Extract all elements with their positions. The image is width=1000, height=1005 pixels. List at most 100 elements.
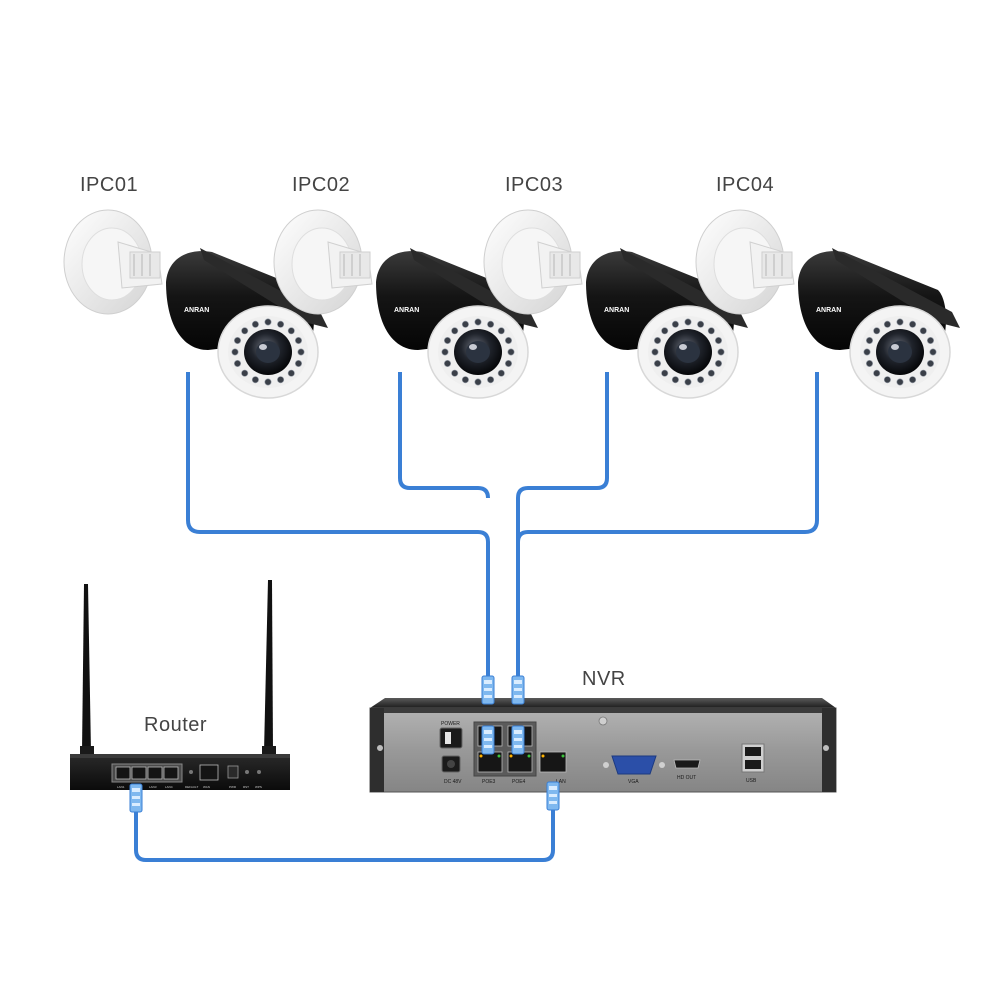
ir-led	[287, 327, 295, 335]
ir-led-ring	[863, 318, 937, 386]
ir-led	[251, 376, 259, 384]
nvr-top	[370, 698, 836, 708]
cameras: ANRAN ANRAN ANRAN ANRAN	[63, 209, 961, 399]
nvr-label: NVR	[582, 668, 626, 690]
rj45-plug-nvr-lan	[546, 781, 560, 811]
ir-led	[883, 320, 891, 328]
ir-led	[909, 320, 917, 328]
ir-led	[451, 369, 459, 377]
nvr-label-poe3: POE3	[482, 779, 496, 785]
ir-led	[671, 320, 679, 328]
ir-led	[717, 348, 725, 356]
ir-led	[654, 360, 662, 368]
ir-led	[487, 320, 495, 328]
rj45-plug-nvr-poe-a-lower	[481, 725, 495, 755]
ir-led	[277, 376, 285, 384]
ir-led	[264, 318, 272, 326]
router-antenna-right	[264, 580, 273, 752]
ir-led	[234, 337, 242, 345]
ir-led	[507, 348, 515, 356]
ir-led	[234, 360, 242, 368]
ir-led	[277, 320, 285, 328]
router-port-label-lan4: LAN4	[165, 785, 173, 789]
camera-brand-logo: ANRAN	[816, 307, 841, 314]
camera-brand-logo: ANRAN	[184, 307, 209, 314]
camera-ipc03: ANRAN	[483, 209, 749, 399]
ir-led	[707, 369, 715, 377]
ir-led	[444, 360, 452, 368]
rj45-plug-router	[129, 783, 143, 813]
ir-led	[684, 318, 692, 326]
ir-led	[241, 327, 249, 335]
cable-ipc03	[516, 372, 609, 695]
cable-router-nvr	[134, 800, 555, 862]
ir-led	[264, 378, 272, 386]
ir-led	[251, 320, 259, 328]
ir-led	[697, 376, 705, 384]
camera-brand-logo: ANRAN	[604, 307, 629, 314]
ir-led	[863, 348, 871, 356]
ir-led	[715, 360, 723, 368]
ir-led	[873, 369, 881, 377]
router-port-label-lan3: LAN3	[149, 785, 157, 789]
ir-led	[654, 337, 662, 345]
rj45-plug-nvr-poe-a	[481, 675, 495, 705]
ir-led	[441, 348, 449, 356]
camera-label-ipc01: IPC01	[80, 174, 139, 196]
ir-led	[919, 327, 927, 335]
camera-label-ipc03: IPC03	[505, 174, 564, 196]
router-label: Router	[144, 714, 208, 736]
ir-led	[909, 376, 917, 384]
ir-led-ring	[441, 318, 515, 386]
router-port-label-wps: WPS	[255, 785, 262, 789]
ir-led	[505, 360, 513, 368]
router-port-label-wan: WAN	[203, 785, 210, 789]
rj45-plug-nvr-poe-b	[511, 675, 525, 705]
ir-led	[231, 348, 239, 356]
cable-ipc04	[516, 372, 819, 543]
ir-led	[461, 376, 469, 384]
nvr-label-power: POWER	[441, 721, 460, 727]
router-port-label-default: DEFAULT	[185, 785, 198, 789]
ir-led	[927, 337, 935, 345]
nvr-label-usb: USB	[746, 778, 757, 784]
ir-led	[661, 369, 669, 377]
ir-led	[896, 378, 904, 386]
ir-led	[883, 376, 891, 384]
router-port-label-lan1: LAN1	[117, 785, 125, 789]
ir-led	[919, 369, 927, 377]
ir-led	[497, 369, 505, 377]
nvr: POWER DC 48V POE3 POE4 LAN VGA HD OUT US…	[369, 698, 837, 793]
cable-ipc02	[398, 372, 490, 499]
router-ports	[111, 763, 261, 783]
ir-led	[461, 320, 469, 328]
ir-led	[505, 337, 513, 345]
cables	[134, 372, 819, 862]
nvr-label-dc: DC 48V	[444, 779, 462, 785]
ir-led	[671, 376, 679, 384]
ir-led	[866, 360, 874, 368]
ir-led	[451, 327, 459, 335]
ir-led-ring	[651, 318, 725, 386]
nvr-hdmi-port	[673, 759, 701, 769]
rj45-plug-nvr-poe-b-lower	[511, 725, 525, 755]
ir-led	[896, 318, 904, 326]
ir-led	[661, 327, 669, 335]
ir-led	[651, 348, 659, 356]
camera-ipc04: ANRAN	[695, 209, 961, 399]
camera-label-ipc04: IPC04	[716, 174, 775, 196]
ir-led	[707, 327, 715, 335]
ir-led	[929, 348, 937, 356]
nvr-vga-port	[611, 755, 657, 775]
ir-led	[444, 337, 452, 345]
ir-led	[497, 327, 505, 335]
nvr-label-poe4: POE4	[512, 779, 526, 785]
camera-brand-logo: ANRAN	[394, 307, 419, 314]
ir-led	[927, 360, 935, 368]
ir-led	[715, 337, 723, 345]
ir-led	[474, 318, 482, 326]
cable-ipc01	[186, 372, 490, 695]
ir-led	[697, 320, 705, 328]
